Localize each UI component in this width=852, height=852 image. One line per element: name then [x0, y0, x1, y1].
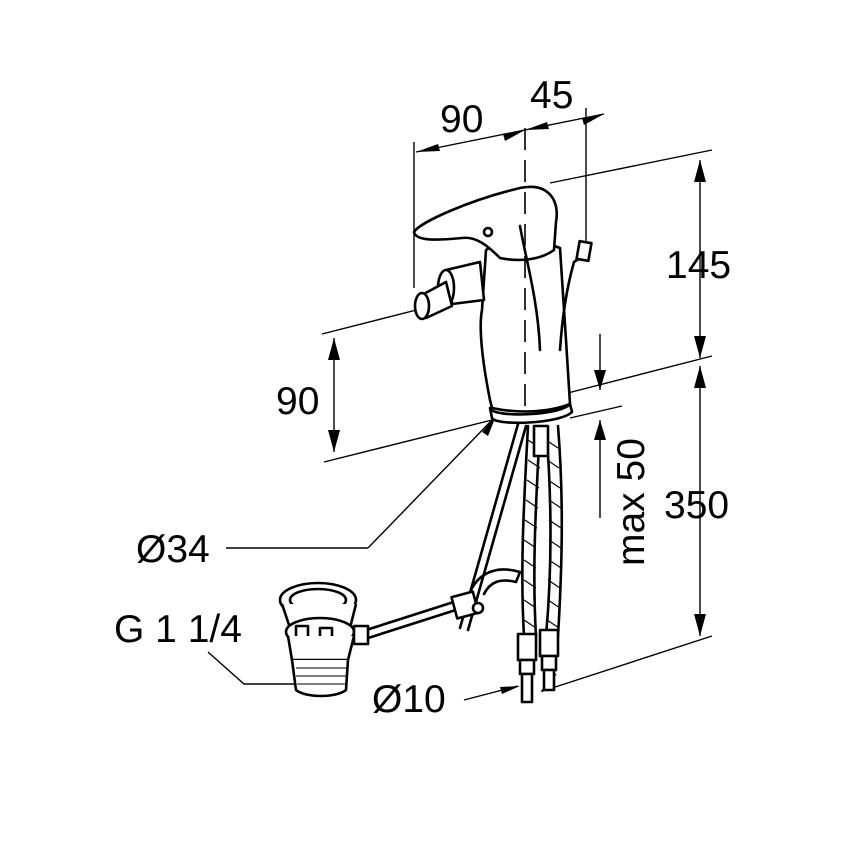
label-spout-reach: 90: [440, 98, 483, 141]
dimension-labels: 90 45 145 90 350 max 50 Ø34 Ø10 G 1 1/4: [114, 74, 731, 721]
label-max-deck: max 50: [610, 438, 653, 566]
mixer-body: [412, 185, 593, 425]
waste-valve: [278, 581, 370, 698]
label-base-diameter: Ø34: [136, 528, 210, 571]
label-hose-length: 350: [664, 484, 729, 527]
label-body-height: 145: [666, 244, 731, 287]
supply-hoses: [516, 424, 564, 704]
label-hose-diameter: Ø10: [372, 678, 446, 721]
label-lever-offset: 45: [530, 74, 573, 117]
dimension-lines: [207, 108, 713, 701]
popup-linkage: [358, 422, 528, 642]
label-waste-thread: G 1 1/4: [114, 608, 242, 651]
label-spout-height: 90: [276, 380, 319, 423]
